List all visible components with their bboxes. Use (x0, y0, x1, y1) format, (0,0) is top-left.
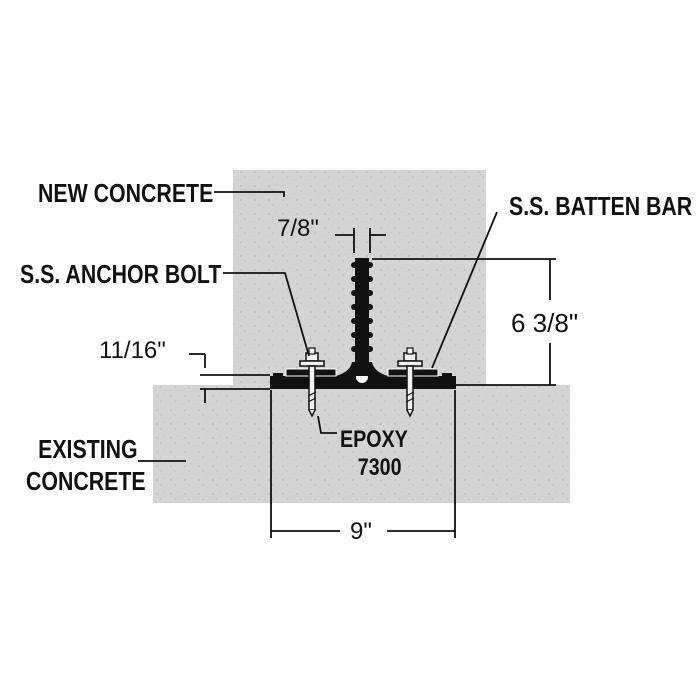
new-concrete-label: NEW CONCRETE (38, 178, 214, 208)
anchor-bolt-left (299, 347, 325, 418)
existing-concrete-label-line1: EXISTING (38, 434, 138, 464)
anchor-bolt-right (397, 347, 423, 418)
batten-bar-label: S.S. BATTEN BAR (509, 191, 693, 221)
dim-bulb-width-lines (335, 228, 386, 253)
dim-flange-thickness-lines (189, 353, 270, 403)
bulb-fillet (336, 362, 388, 376)
existing-concrete-block (153, 385, 570, 503)
epoxy-label-line1: EPOXY (340, 426, 408, 453)
leader-epoxy (317, 415, 337, 434)
leader-batten-bar (431, 211, 498, 369)
leader-new-concrete (214, 191, 285, 197)
dim-flange-width-lines (270, 390, 456, 538)
flange-ribs (273, 373, 452, 377)
bulb-width-dimension: 7/8" (277, 215, 319, 242)
existing-concrete-label-line2: CONCRETE (26, 466, 146, 496)
ribbed-stem (351, 258, 373, 366)
epoxy-label: EPOXY 7300 (340, 428, 408, 480)
flange-thickness-dimension: 11/16" (99, 337, 166, 364)
dim-stop-height-lines (372, 258, 556, 386)
existing-concrete-label: EXISTING CONCRETE (26, 436, 146, 494)
stop-height-dimension: 6 3/8" (511, 308, 579, 338)
anchor-bolt-label: S.S. ANCHOR BOLT (20, 259, 222, 289)
epoxy-label-line2: 7300 (357, 454, 402, 481)
leader-anchor-bolt (223, 272, 310, 357)
flange-width-dimension: 9" (350, 518, 372, 545)
